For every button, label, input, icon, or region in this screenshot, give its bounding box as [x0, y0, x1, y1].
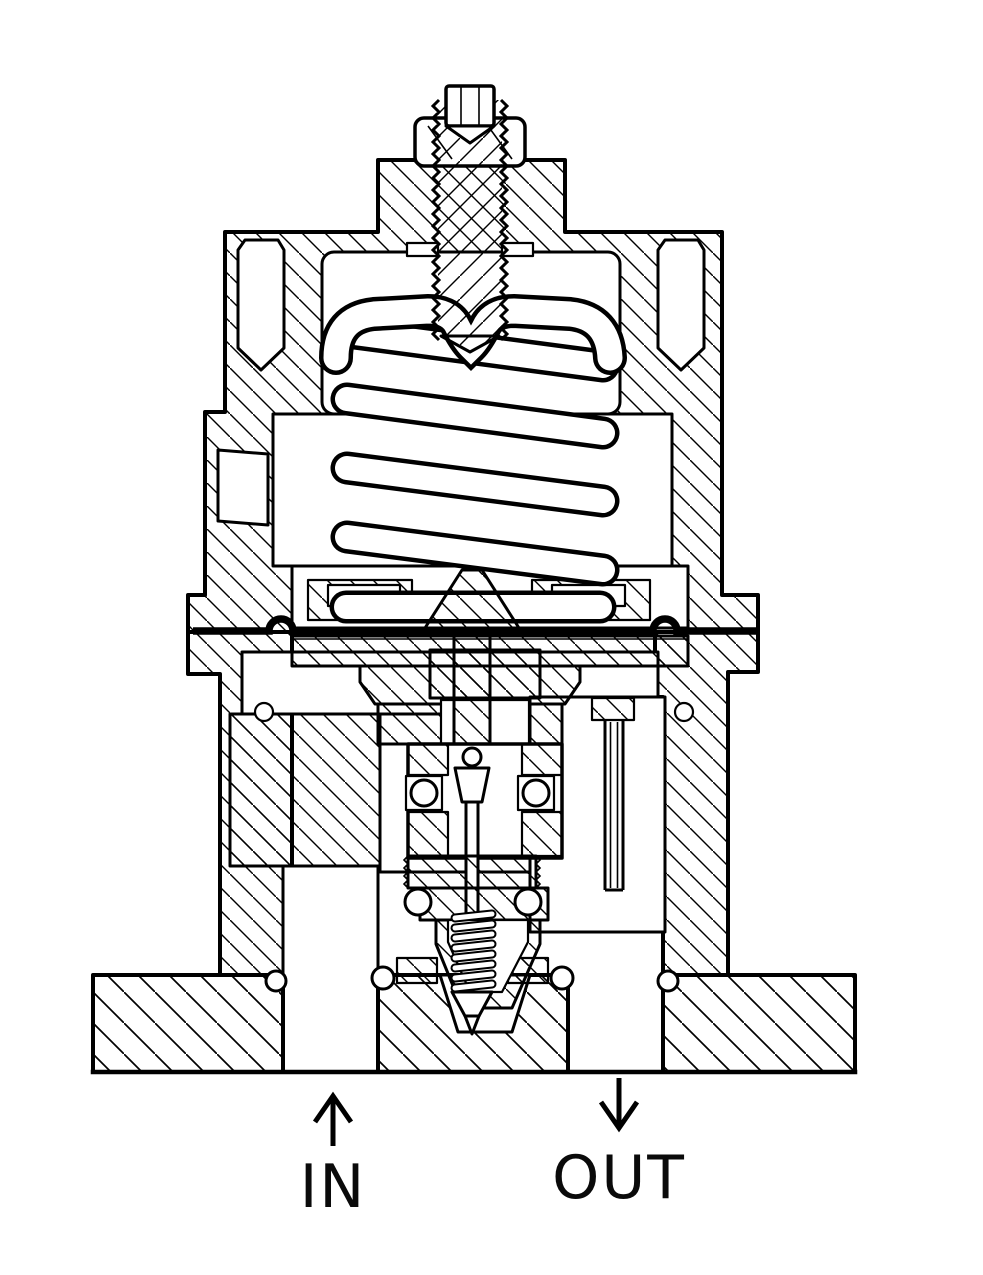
adjusting-screw	[413, 84, 527, 354]
cartridge-foot-left	[395, 956, 439, 985]
o-ring	[513, 887, 543, 917]
base-right	[661, 973, 857, 1074]
cartridge-waist	[406, 854, 538, 890]
outlet-label: OUT	[552, 1143, 686, 1213]
inlet-port-annotation: IN	[300, 1091, 367, 1222]
guide-lower-left	[406, 810, 450, 858]
o-ring	[673, 701, 695, 723]
o-ring	[521, 778, 551, 808]
main-spring	[329, 315, 620, 624]
valve-stem	[428, 626, 542, 758]
body-bridge	[228, 712, 382, 868]
bolt-hole-left	[236, 238, 286, 372]
o-ring	[409, 778, 439, 808]
o-ring	[549, 965, 575, 991]
poppet-spring	[450, 909, 497, 993]
up-arrow-icon	[312, 1091, 354, 1146]
sensing-tube-mount	[590, 696, 636, 722]
guide-lower-right	[520, 810, 564, 858]
base-left	[91, 973, 285, 1074]
inlet-label: IN	[300, 1152, 367, 1222]
stem-shank	[452, 626, 492, 758]
guide-wing-right	[520, 742, 564, 777]
bonnet-wall-pocket	[216, 448, 270, 527]
screw-head	[444, 84, 496, 128]
screw-head-chamfer	[444, 124, 496, 145]
poppet-tip	[463, 1014, 481, 1036]
sensing-tube	[590, 696, 636, 892]
poppet-head	[453, 766, 491, 804]
poppet-ball	[461, 746, 483, 768]
inlet-channel	[281, 864, 380, 1074]
down-arrow-icon	[598, 1078, 640, 1133]
o-ring	[403, 887, 433, 917]
body-right-wall	[653, 630, 760, 977]
screw-tip	[439, 334, 501, 354]
thread-right-edge	[498, 98, 510, 342]
o-ring	[370, 965, 396, 991]
o-ring	[656, 969, 680, 993]
guide-wing-left	[406, 742, 450, 777]
o-ring	[264, 969, 288, 993]
bolt-hole-right	[656, 238, 706, 372]
valve-cartridge	[370, 742, 575, 1036]
outlet-port-annotation: OUT	[552, 1078, 686, 1213]
o-ring	[253, 701, 275, 723]
thread-left-edge	[430, 98, 442, 342]
